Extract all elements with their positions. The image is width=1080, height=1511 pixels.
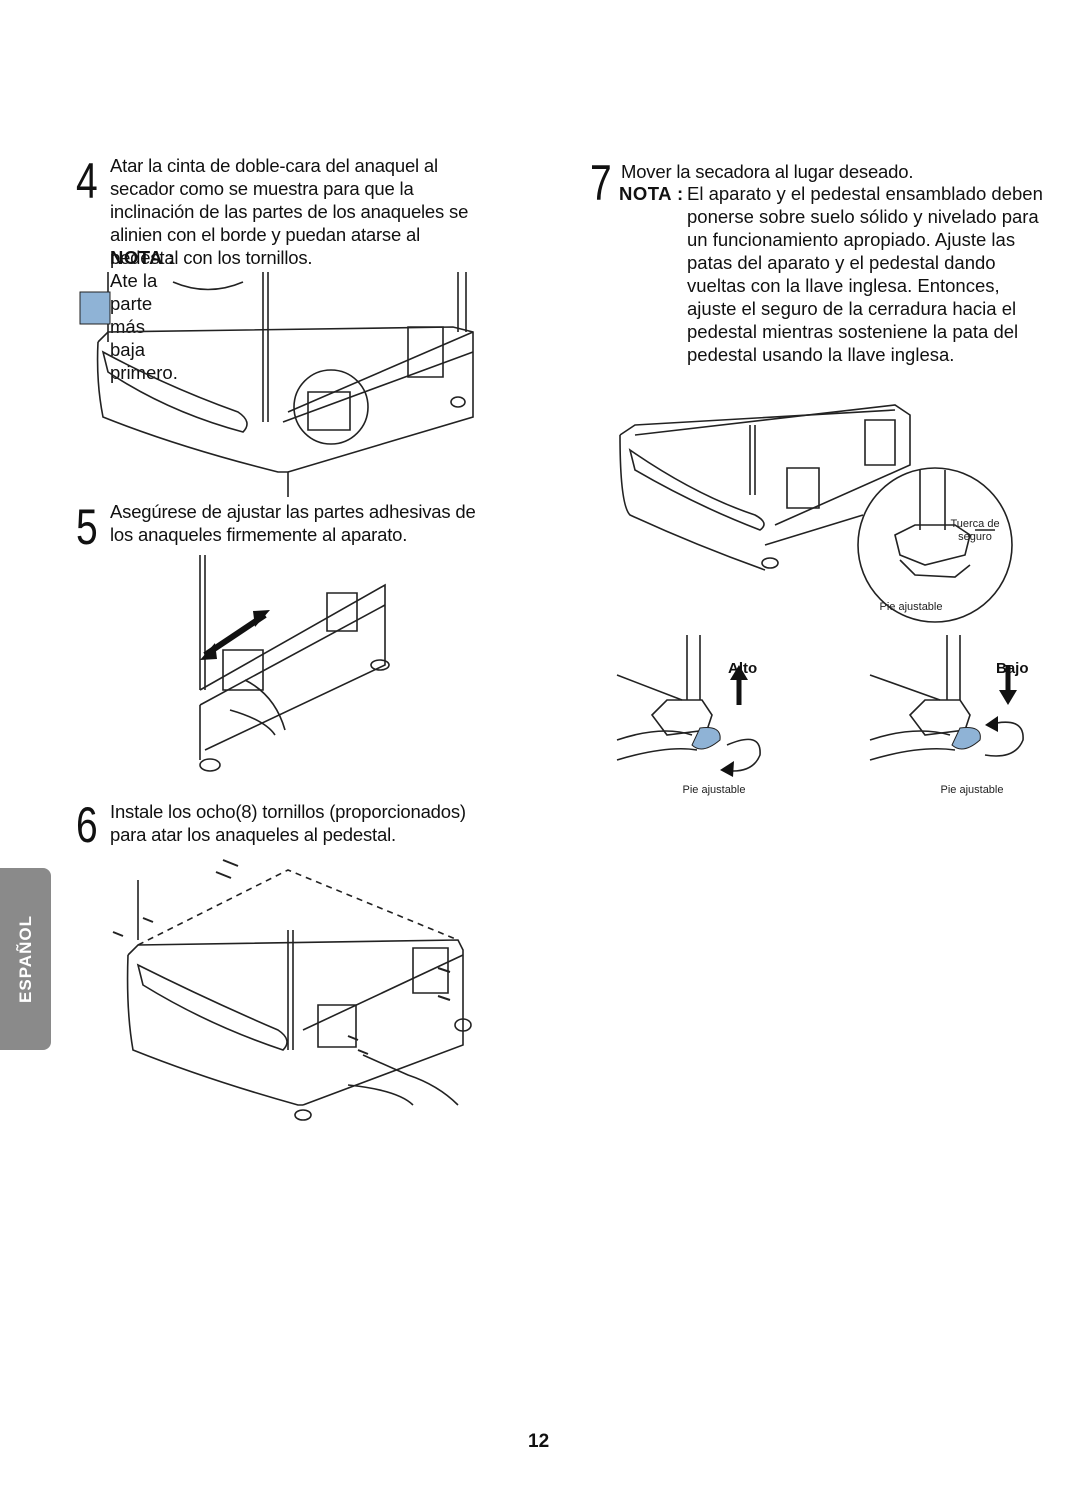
pedestal-leveling-illustration [615, 405, 1015, 635]
bajo-label: Bajo [996, 660, 1029, 677]
bajo-adjustment-illustration [865, 630, 1035, 780]
pie-label: Pie ajustable [879, 601, 943, 613]
tuerca-label: Tuerca de seguro [950, 518, 1000, 543]
nota-label: NOTA : [110, 247, 175, 268]
step-number: 7 [590, 155, 612, 211]
bajo-pie-label: Pie ajustable [940, 784, 1004, 796]
pedestal-shelf-illustration [78, 272, 488, 497]
step-text: Atar la cinta de doble-cara del anaquel … [110, 155, 469, 268]
screw-installation-illustration [108, 860, 478, 1120]
alto-pie-label: Pie ajustable [682, 784, 746, 796]
step-text: Instale los ocho(8) tornillos (proporcio… [110, 801, 466, 845]
page-number: 12 [528, 1431, 550, 1452]
step-number: 5 [76, 499, 98, 555]
nota-text: El aparato y el pedestal ensamblado debe… [687, 183, 1043, 365]
step-text: Mover la secadora al lugar deseado. [621, 161, 914, 182]
nota-label: NOTA : [619, 183, 684, 204]
nota: NOTA : El aparato y el pedestal ensambla… [619, 182, 1049, 372]
adhesive-press-illustration [185, 555, 395, 780]
alto-adjustment-illustration [612, 630, 772, 777]
language-tab: ESPAÑOL [0, 868, 51, 1050]
step-number: 6 [76, 797, 98, 853]
language-tab-label: ESPAÑOL [15, 915, 35, 1003]
step-text: Asegúrese de ajustar las partes adhesiva… [110, 501, 476, 545]
step-number: 4 [76, 153, 98, 209]
